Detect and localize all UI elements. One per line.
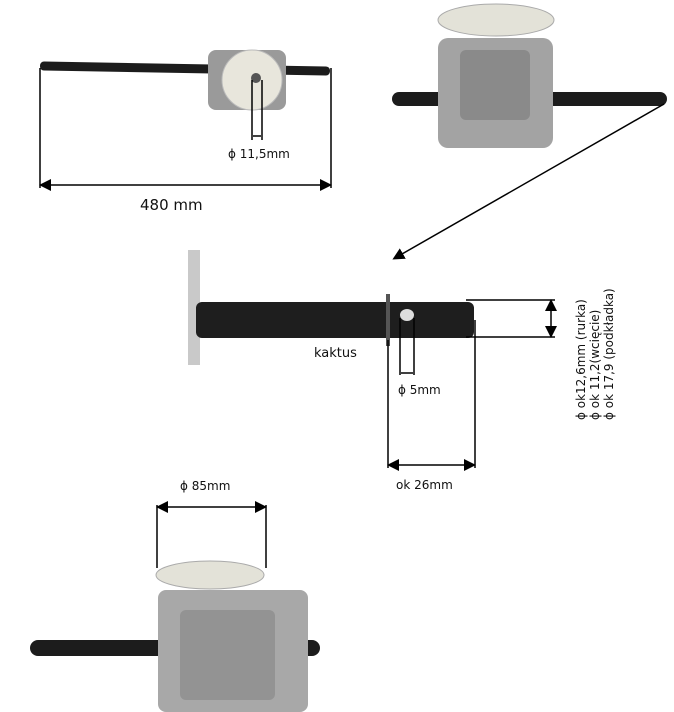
shaft-spec-tube: ϕ ok12,6mm (rurka) bbox=[574, 299, 588, 420]
end-length-label: ok 26mm bbox=[396, 478, 453, 492]
hole-diameter-label: ϕ 11,5mm bbox=[228, 147, 290, 161]
shaft-specs: ϕ ok12,6mm (rurka) ϕ ok 11,2(wcięcie) ϕ … bbox=[574, 288, 616, 420]
pin-hole-label: ϕ 5mm bbox=[398, 383, 441, 397]
pulley-dimension bbox=[156, 501, 267, 568]
gearbox-side-photo bbox=[392, 3, 667, 148]
shaft-spec-washer: ϕ ok 17,9 (podkładka) bbox=[602, 288, 616, 420]
shaft-detail-photo bbox=[188, 250, 474, 365]
pulley-diameter-label: ϕ 85mm bbox=[180, 479, 231, 493]
detail-arrow bbox=[392, 103, 665, 260]
gearbox-front-photo bbox=[30, 560, 320, 712]
watermark-text: kaktus bbox=[314, 346, 357, 361]
total-length-label: 480 mm bbox=[140, 196, 203, 214]
gearbox-top-view-photo bbox=[40, 49, 330, 111]
shaft-dimensions bbox=[387, 299, 557, 471]
shaft-spec-groove: ϕ ok 11,2(wcięcie) bbox=[588, 309, 602, 420]
length-dimension bbox=[39, 68, 332, 191]
